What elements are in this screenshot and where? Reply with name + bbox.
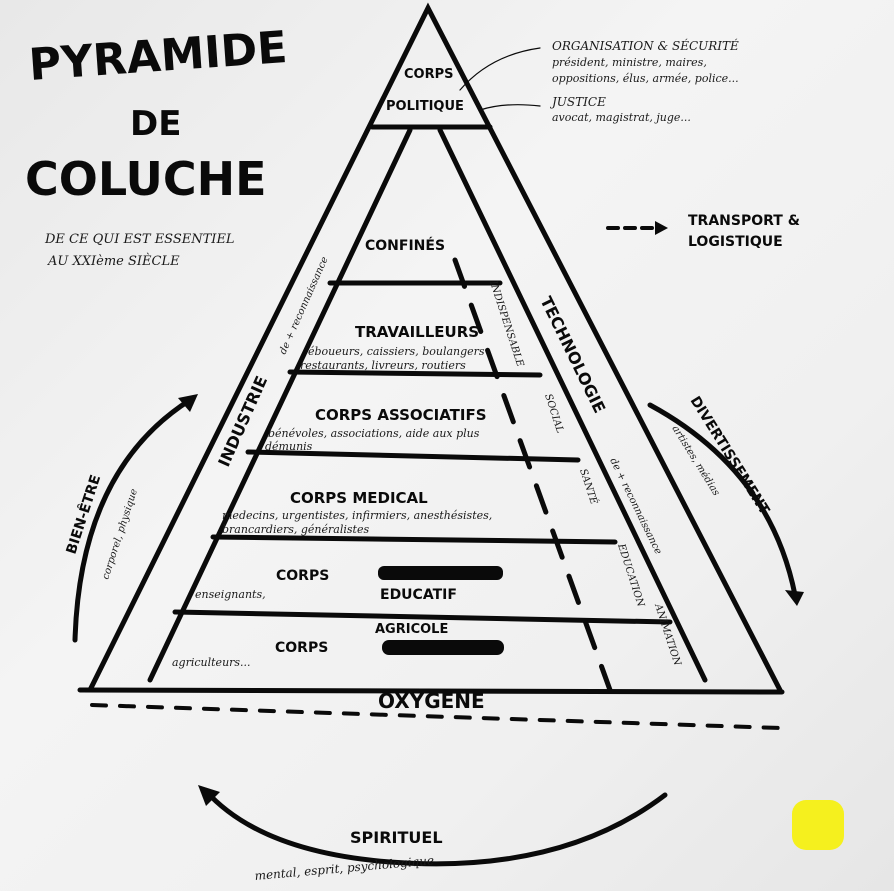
educatif-title2: EDUCATIF: [380, 587, 457, 603]
side-industrie-note: de + reconnaissance: [278, 255, 331, 356]
bien-etre-arrowhead-icon: [178, 394, 198, 412]
title-line2: DE: [130, 104, 181, 144]
agricole-note: agriculteurs...: [172, 656, 251, 669]
legend-line1: TRANSPORT &: [688, 213, 800, 229]
yellow-sticky-note: [792, 800, 844, 850]
associatifs-line1: bénévoles, associations, aide aux plus: [268, 427, 480, 440]
agricole-title1: CORPS: [275, 640, 328, 656]
note2-line1: avocat, magistrat, juge...: [552, 111, 691, 124]
top-label1: CORPS: [404, 67, 454, 82]
title: PYRAMIDE DE COLUCHE: [25, 22, 289, 206]
subtitle-line1: DE CE QUI EST ESSENTIEL: [44, 232, 235, 247]
bien-etre-arrow: [72, 397, 193, 643]
legend-line2: LOGISTIQUE: [688, 234, 783, 250]
level-medical: CORPS MEDICAL: [290, 489, 428, 507]
arrow-justice: [479, 104, 541, 111]
base-dashed-line: [90, 703, 782, 730]
redacted-mark: [382, 640, 504, 655]
agricole-title2: AGRICOLE: [375, 622, 448, 637]
side-social: SOCIAL: [542, 393, 565, 435]
medical-line2: brancardiers, généralistes: [222, 523, 369, 536]
level-confines: CONFINÉS: [365, 237, 445, 254]
travailleurs-line1: éboueurs, caissiers, boulangers: [308, 345, 485, 358]
top-label2: POLITIQUE: [386, 99, 464, 114]
transport-dashed-line: [452, 257, 613, 693]
arrow-organisation: [459, 47, 541, 91]
travailleurs-line2: restaurants, livreurs, routiers: [300, 359, 466, 372]
note2-title: JUSTICE: [549, 95, 606, 109]
educatif-note: enseignants,: [195, 588, 266, 601]
legend: TRANSPORT & LOGISTIQUE: [606, 213, 800, 250]
medical-line1: medecins, urgentistes, infirmiers, anest…: [222, 509, 492, 522]
note1-title: ORGANISATION & SÉCURITÉ: [552, 38, 739, 53]
note1-line2: oppositions, élus, armée, police...: [552, 72, 739, 85]
redacted-mark: [378, 566, 503, 580]
level-travailleurs: TRAVAILLEURS: [355, 323, 479, 341]
pyramid-outline: [77, 2, 785, 730]
divertissement-arrowhead-icon: [785, 590, 804, 606]
title-line1: PYRAMIDE: [27, 22, 289, 91]
title-line3: COLUCHE: [25, 152, 267, 206]
base-oxygene: OXYGÈNE: [378, 689, 485, 713]
note1-line1: président, ministre, maires,: [552, 56, 707, 69]
associatifs-line2: démunis: [265, 440, 313, 453]
spirituel-arrow: [202, 787, 668, 867]
legend-arrowhead-icon: [655, 221, 668, 235]
divertissement-arrow: [647, 402, 798, 598]
level-associatifs: CORPS ASSOCIATIFS: [315, 406, 487, 424]
side-sante: SANTÉ: [577, 467, 600, 506]
spirituel-arrowhead-icon: [198, 785, 220, 806]
bien-etre-note: corporel, physique: [100, 487, 140, 581]
subtitle-line2: AU XXIème SIÈCLE: [47, 253, 180, 269]
side-animation: ANIMATION: [652, 602, 683, 669]
spirituel-label: SPIRITUEL: [350, 828, 443, 847]
educatif-title1: CORPS: [276, 568, 329, 584]
